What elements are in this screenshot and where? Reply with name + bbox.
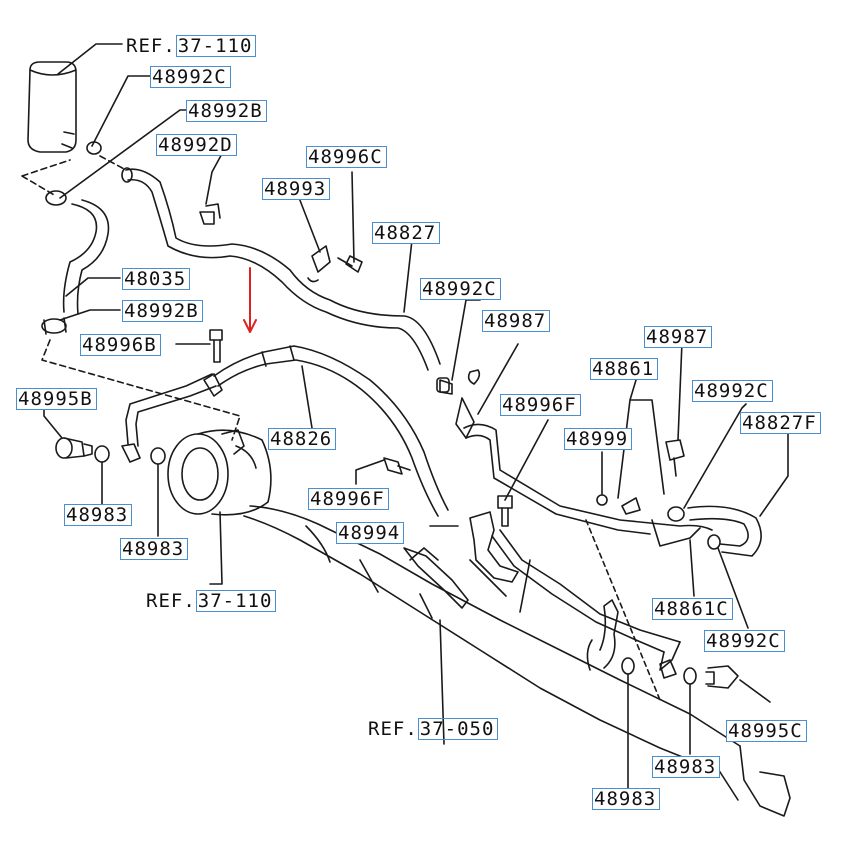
part-label-48999[interactable]: 48999 [564, 428, 633, 450]
pressure-hose-48826 [125, 345, 449, 517]
bolt-48996F-a [497, 495, 513, 527]
part-label-48983-b[interactable]: 48983 [120, 538, 189, 560]
part-label-48861[interactable]: 48861 [590, 358, 659, 380]
part-label-48996F-a[interactable]: 48996F [500, 394, 581, 416]
part-label-48992B-a[interactable]: 48992B [186, 100, 267, 122]
part-label-48992C-b[interactable]: 48992C [420, 278, 501, 300]
part-label-48035[interactable]: 48035 [122, 268, 191, 290]
leader-48996F-a [504, 419, 549, 501]
union-bolt-48995C [705, 665, 739, 689]
bolt-48996F-b [383, 457, 411, 475]
leader-48992C-d [717, 547, 749, 629]
leader-48996F-b [355, 459, 385, 485]
washer-48983-a [94, 445, 110, 463]
part-label-48983-d[interactable]: 48983 [592, 788, 661, 810]
part-label-48995C[interactable]: 48995C [726, 720, 807, 742]
leader-48992B-b [59, 309, 121, 321]
part-label-48994[interactable]: 48994 [336, 522, 405, 544]
leader-48992D [205, 149, 225, 205]
part-label-48992C-a[interactable]: 48992C [150, 66, 231, 88]
part-label-48987-a[interactable]: 48987 [482, 310, 551, 332]
part-label-48992B-b[interactable]: 48992B [122, 300, 203, 322]
part-label-48993[interactable]: 48993 [262, 178, 331, 200]
leader-48827 [403, 239, 413, 313]
ref-number: 37-110 [175, 35, 257, 57]
part-label-48992C-d[interactable]: 48992C [704, 630, 785, 652]
leader-48996C [351, 171, 355, 263]
leader-48995C [739, 679, 771, 703]
washer-48983-b [150, 447, 166, 465]
reservoir-tank [27, 61, 77, 153]
hose-clip-48993 [307, 245, 331, 283]
ref-label-top[interactable]: REF.37-110 [126, 35, 257, 57]
leader-48993 [295, 189, 321, 253]
part-label-48992D[interactable]: 48992D [156, 134, 237, 156]
union-bolt-48995B [55, 437, 93, 459]
bracket-48994 [403, 511, 519, 609]
ref-number: 37-050 [417, 718, 499, 740]
part-label-48996F-b[interactable]: 48996F [308, 488, 389, 510]
leader-48992C-c [683, 403, 747, 509]
part-label-48827[interactable]: 48827 [372, 222, 441, 244]
return-pipe [455, 397, 713, 535]
leader-48987-a [477, 343, 519, 415]
leader-48035 [65, 277, 121, 297]
return-hose-48827 [121, 167, 450, 393]
leader-48994-fork [409, 547, 439, 561]
bolt-48861 [621, 497, 641, 515]
leader-48992C-b [451, 299, 481, 381]
ref-prefix: REF. [126, 35, 176, 57]
leader-48827F [759, 433, 789, 517]
dashed-guide-pump [41, 339, 241, 441]
clamp-48992C-c [667, 506, 685, 522]
clamp-48992C-d [707, 534, 721, 550]
part-label-48827F[interactable]: 48827F [740, 412, 821, 434]
washer-48983-d [621, 657, 635, 675]
part-label-48983-a[interactable]: 48983 [64, 504, 133, 526]
part-label-48987-b[interactable]: 48987 [644, 326, 713, 348]
part-label-48995B[interactable]: 48995B [16, 388, 97, 410]
clip-48992D [199, 203, 221, 225]
ref-prefix: REF. [146, 590, 196, 612]
leader-48992C-a [91, 75, 151, 147]
clip-48999 [596, 494, 608, 506]
part-label-48992C-c[interactable]: 48992C [692, 380, 773, 402]
leader-48992B-a [59, 109, 187, 199]
bolt-48996C [337, 255, 363, 273]
bolt-48987-a [467, 369, 481, 385]
leader-48861C [689, 539, 695, 597]
ref-prefix: REF. [368, 718, 418, 740]
leader-48987-b [677, 341, 683, 441]
ref-top-leader [57, 43, 123, 75]
ref-label-gear[interactable]: REF.37-050 [368, 718, 499, 740]
ref-number: 37-110 [195, 590, 277, 612]
leader-ref-pump [209, 511, 223, 585]
washer-48983-c [683, 667, 697, 685]
part-label-48996C[interactable]: 48996C [306, 146, 387, 168]
dashed-guide-return [99, 155, 127, 171]
leader-48826 [301, 365, 313, 429]
part-label-48861C[interactable]: 48861C [652, 598, 733, 620]
dashed-guide-lower [585, 519, 661, 701]
dashed-guide-reservoir [21, 159, 71, 197]
leader-ref-gear [439, 619, 445, 745]
bolt-48996B [209, 329, 223, 363]
power-steering-pump [167, 429, 272, 516]
eyelet-fitting [121, 443, 141, 463]
suction-hose-48035 [41, 190, 110, 335]
bolt-48987-b [665, 439, 685, 477]
clamp-48992C-b [439, 379, 453, 395]
eyelet-fitting-lower [659, 659, 677, 679]
red-arrow-marker [243, 267, 257, 333]
part-label-48996B[interactable]: 48996B [80, 334, 161, 356]
steering-gear-rack [243, 505, 791, 817]
part-label-48826[interactable]: 48826 [268, 428, 337, 450]
pressure-tube-48861C [491, 519, 701, 671]
ref-label-pump[interactable]: REF.37-110 [146, 590, 277, 612]
hose-48827F [687, 505, 762, 557]
leader-48995B [43, 409, 63, 439]
part-label-48983-c[interactable]: 48983 [652, 756, 721, 778]
